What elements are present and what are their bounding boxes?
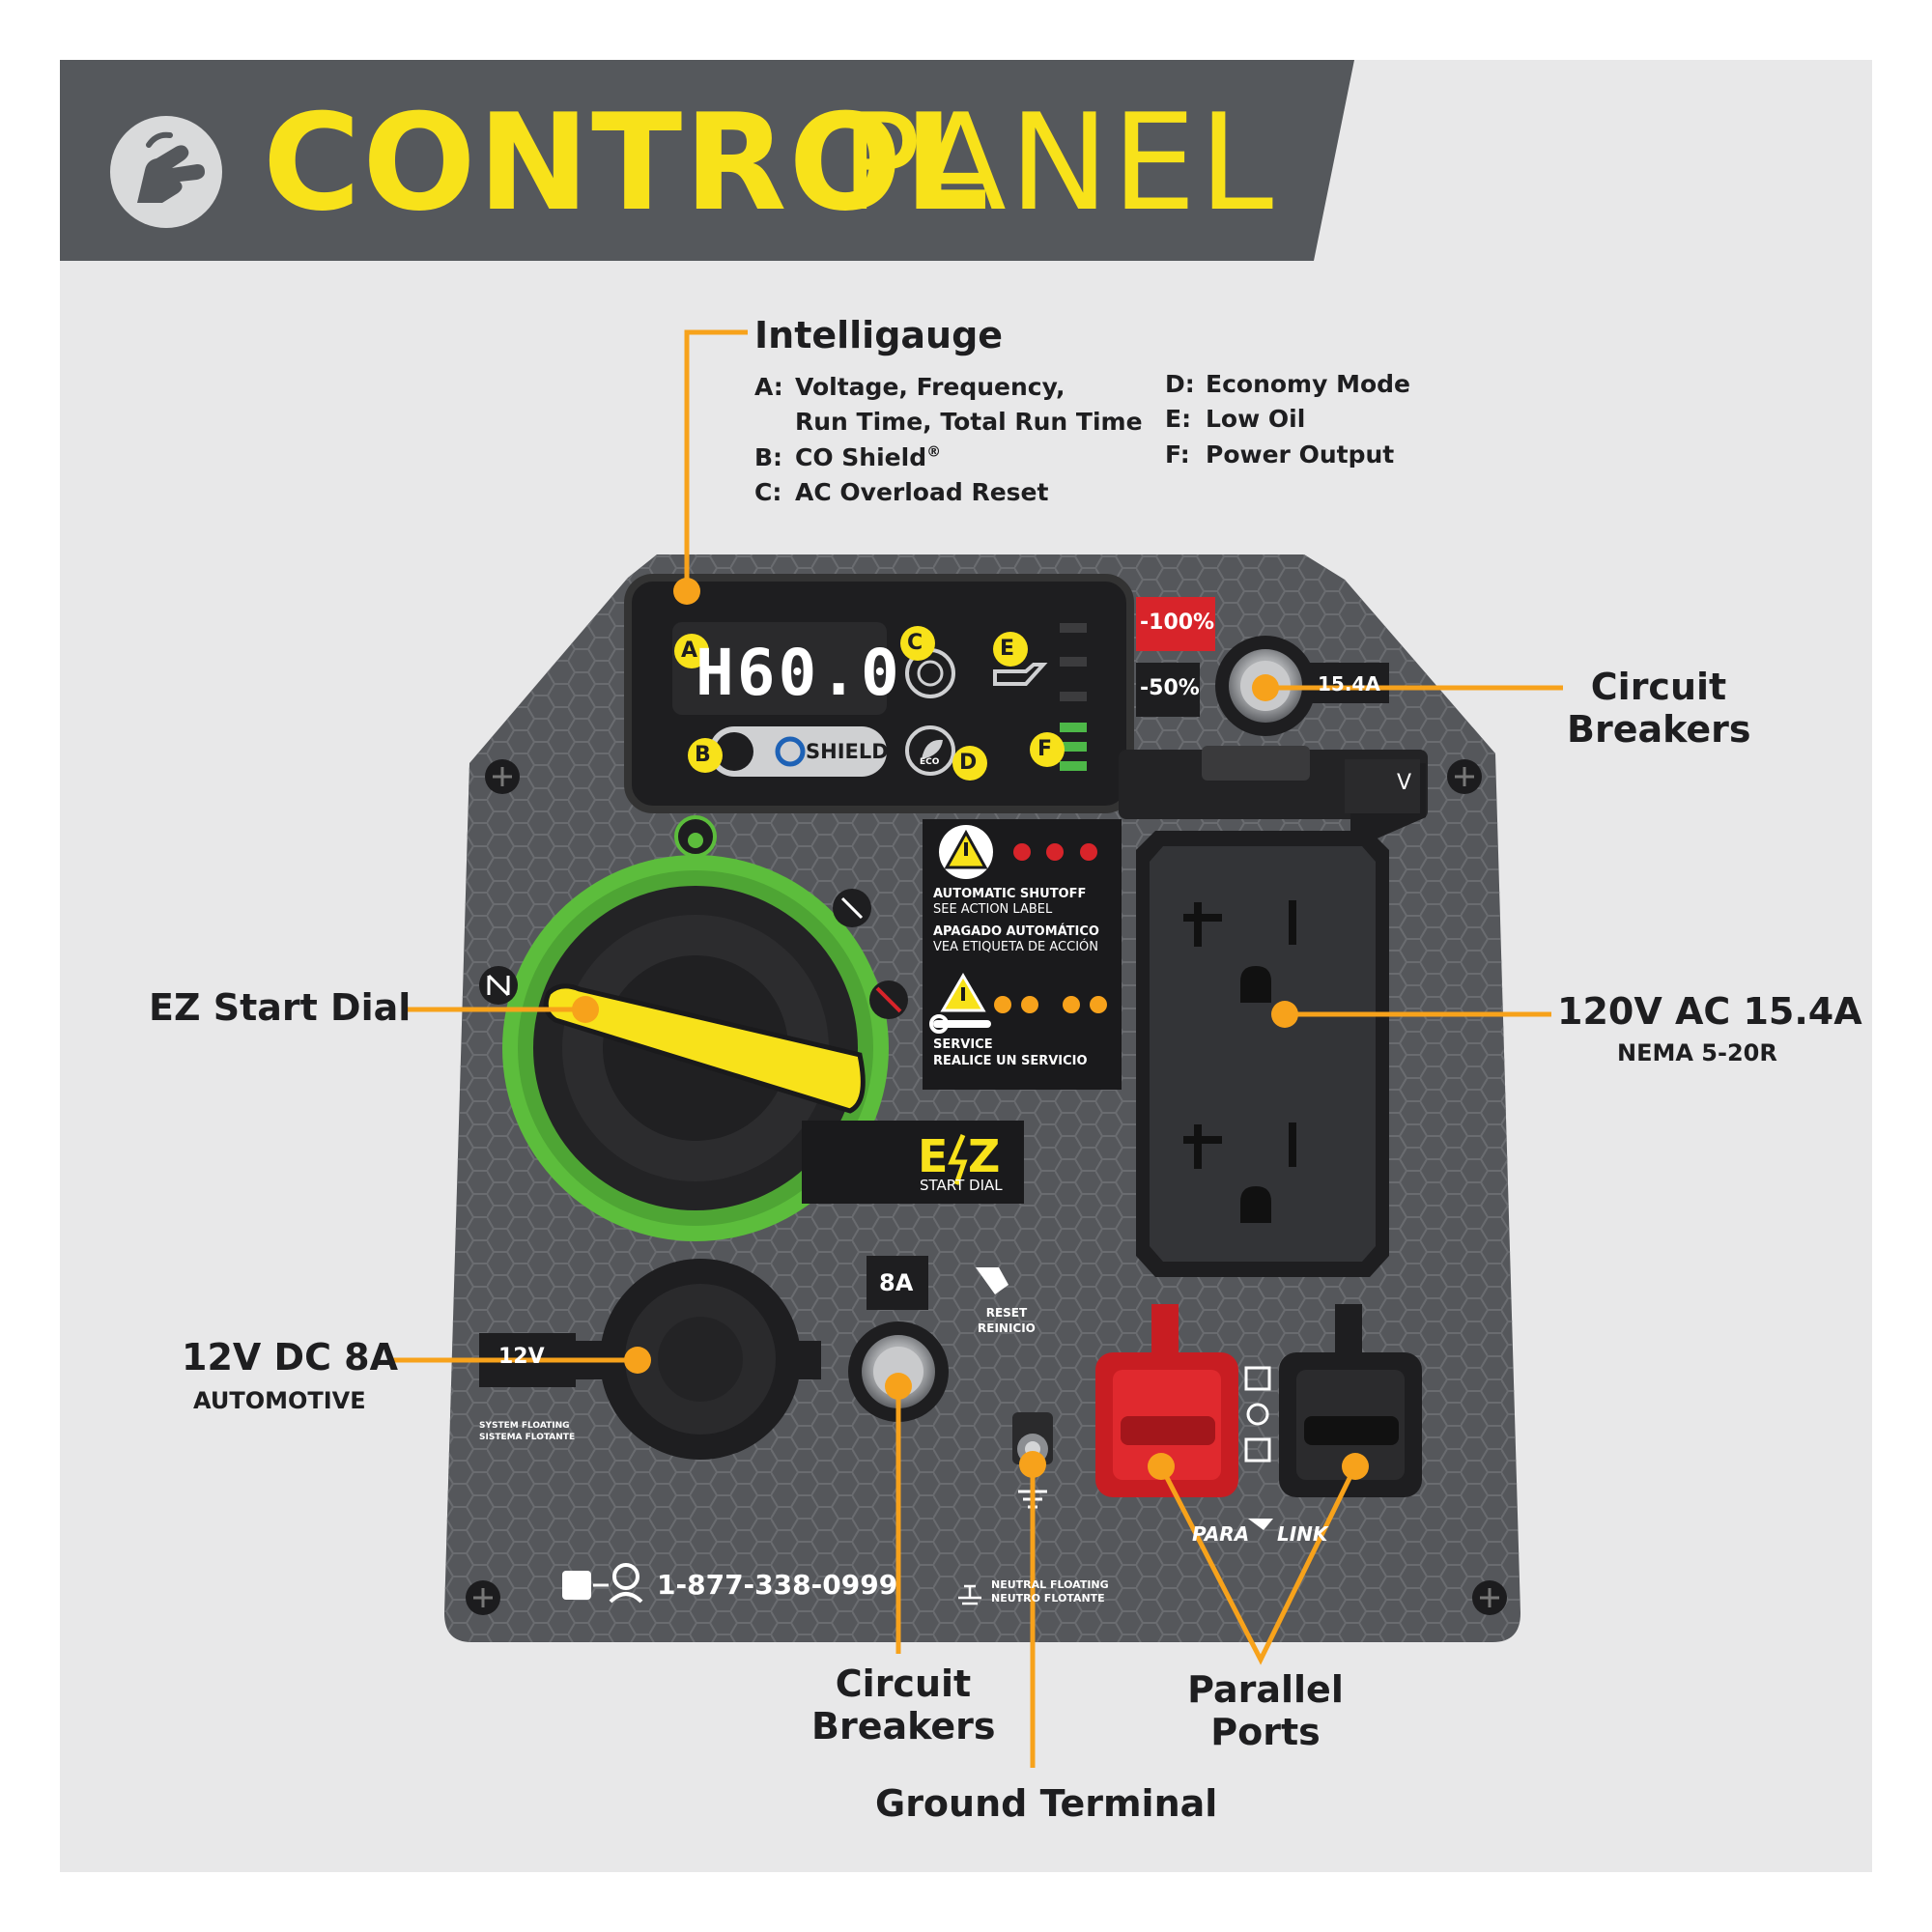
display-readout: H60.0 (696, 636, 902, 710)
title-banner (60, 60, 1354, 261)
paralink-para: PARA (1192, 1522, 1250, 1546)
legend-d-text: Economy Mode (1206, 370, 1410, 398)
dc-rating-tag (867, 1256, 928, 1310)
ez-start-dial[interactable] (502, 855, 889, 1241)
legend-e-text: Low Oil (1206, 405, 1306, 434)
callout-dots (572, 578, 1369, 1480)
hand-pointer-icon (110, 116, 222, 228)
indicator-badges (674, 626, 1065, 781)
callout-ac-outlet-sub: NEMA 5-20R (1617, 1039, 1777, 1066)
legend-key-e: E: (1165, 405, 1192, 434)
neutral-ground-icon (958, 1584, 981, 1605)
eco-label: ECO (920, 757, 940, 767)
intelligauge-title: Intelligauge (754, 314, 1004, 356)
panel-screws (466, 759, 1507, 1615)
badge-d: D (959, 751, 978, 775)
reset-hand-icon (976, 1267, 1009, 1294)
intelligauge-legend-right: D: Economy Mode E: Low Oil F: Power Output (1165, 367, 1410, 472)
eco-mode-icon (905, 725, 955, 776)
parallel-port-red[interactable] (1095, 1304, 1238, 1497)
overload-50-tab (1136, 663, 1200, 717)
badge-c: C (907, 631, 923, 655)
legend-a-line2: Run Time, Total Run Time (795, 408, 1143, 437)
service-text: SERVICE REALICE UN SERVICIO (933, 1037, 1088, 1068)
legend-f-text: Power Output (1206, 440, 1395, 469)
legend-key-b: B: (754, 442, 783, 471)
ac-outlet-cover (1119, 746, 1428, 850)
callout-ac-outlet: 120V AC 15.4A (1557, 990, 1862, 1033)
callout-ground-terminal: Ground Terminal (875, 1782, 1218, 1825)
title-bold: CONTROL (263, 85, 991, 241)
legend-key-f: F: (1165, 440, 1190, 469)
legend-b-text: CO Shield (795, 442, 927, 471)
ac-outlet-receptacle-120v[interactable] (1136, 831, 1389, 1277)
callout-ez-start-dial: EZ Start Dial (149, 986, 412, 1029)
legend-key-a: A: (754, 373, 783, 401)
low-oil-icon (993, 663, 1048, 686)
dc-rating-label: 8A (879, 1269, 914, 1296)
stop-icon (869, 980, 908, 1019)
overload-100-tab (1136, 597, 1215, 651)
legend-b-mark: ® (926, 442, 942, 461)
overload-100-label: -100% (1140, 611, 1215, 635)
support-phone-number: 1-877-338-0999 (657, 1569, 898, 1601)
callout-leaders (388, 329, 1563, 1768)
volt-tag-label: V (1397, 771, 1412, 795)
ez-start-badge (802, 1121, 1024, 1204)
co-warning-icon (939, 825, 993, 879)
badge-b: B (695, 743, 711, 767)
ac-rating-label: 15.4A (1318, 672, 1380, 696)
service-warning-icon (940, 973, 986, 1012)
title-light: PANEL (840, 85, 1277, 241)
wrench-icon (929, 1014, 991, 1034)
legend-c-text: AC Overload Reset (795, 477, 1049, 506)
dc-voltage-label: 12V (498, 1345, 545, 1369)
fuel-off-icon (833, 889, 871, 927)
start-dial-label: START DIAL (920, 1177, 1003, 1194)
parallel-port-black[interactable] (1279, 1304, 1422, 1497)
ez-brand-e: E (918, 1130, 949, 1182)
overload-50-label: -50% (1140, 676, 1200, 700)
ez-brand-z: Z (968, 1130, 1001, 1182)
badge-f: F (1037, 737, 1053, 761)
paralink-arrow-icon (1248, 1519, 1273, 1530)
callout-dc-outlet: 12V DC 8A (182, 1336, 399, 1378)
support-phone-icon (562, 1563, 643, 1604)
dc-outlet-12v[interactable] (479, 1259, 821, 1460)
parallel-link-icon (1244, 1366, 1271, 1463)
legend-key-c: C: (754, 477, 782, 506)
paralink-link: LINK (1277, 1522, 1328, 1546)
choke-icon (674, 815, 717, 858)
badge-e: E (1000, 637, 1015, 661)
legend-key-d: D: (1165, 370, 1195, 398)
badge-a: A (681, 639, 698, 663)
legend-a-line1: Voltage, Frequency, (795, 373, 1065, 401)
power-output-bars (1060, 623, 1087, 771)
co-shield-label: SHIELD (806, 740, 889, 763)
shutoff-text: AUTOMATIC SHUTOFF SEE ACTION LABEL APAGA… (933, 887, 1099, 954)
intelligauge-legend-left: A: Voltage, Frequency, Run Time, Total Ru… (754, 370, 1143, 510)
dc-circuit-breaker-button[interactable] (848, 1321, 949, 1422)
lightning-bolt-icon (948, 1134, 968, 1185)
run-icon (479, 966, 518, 1005)
callout-dc-outlet-sub: AUTOMOTIVE (193, 1387, 366, 1414)
